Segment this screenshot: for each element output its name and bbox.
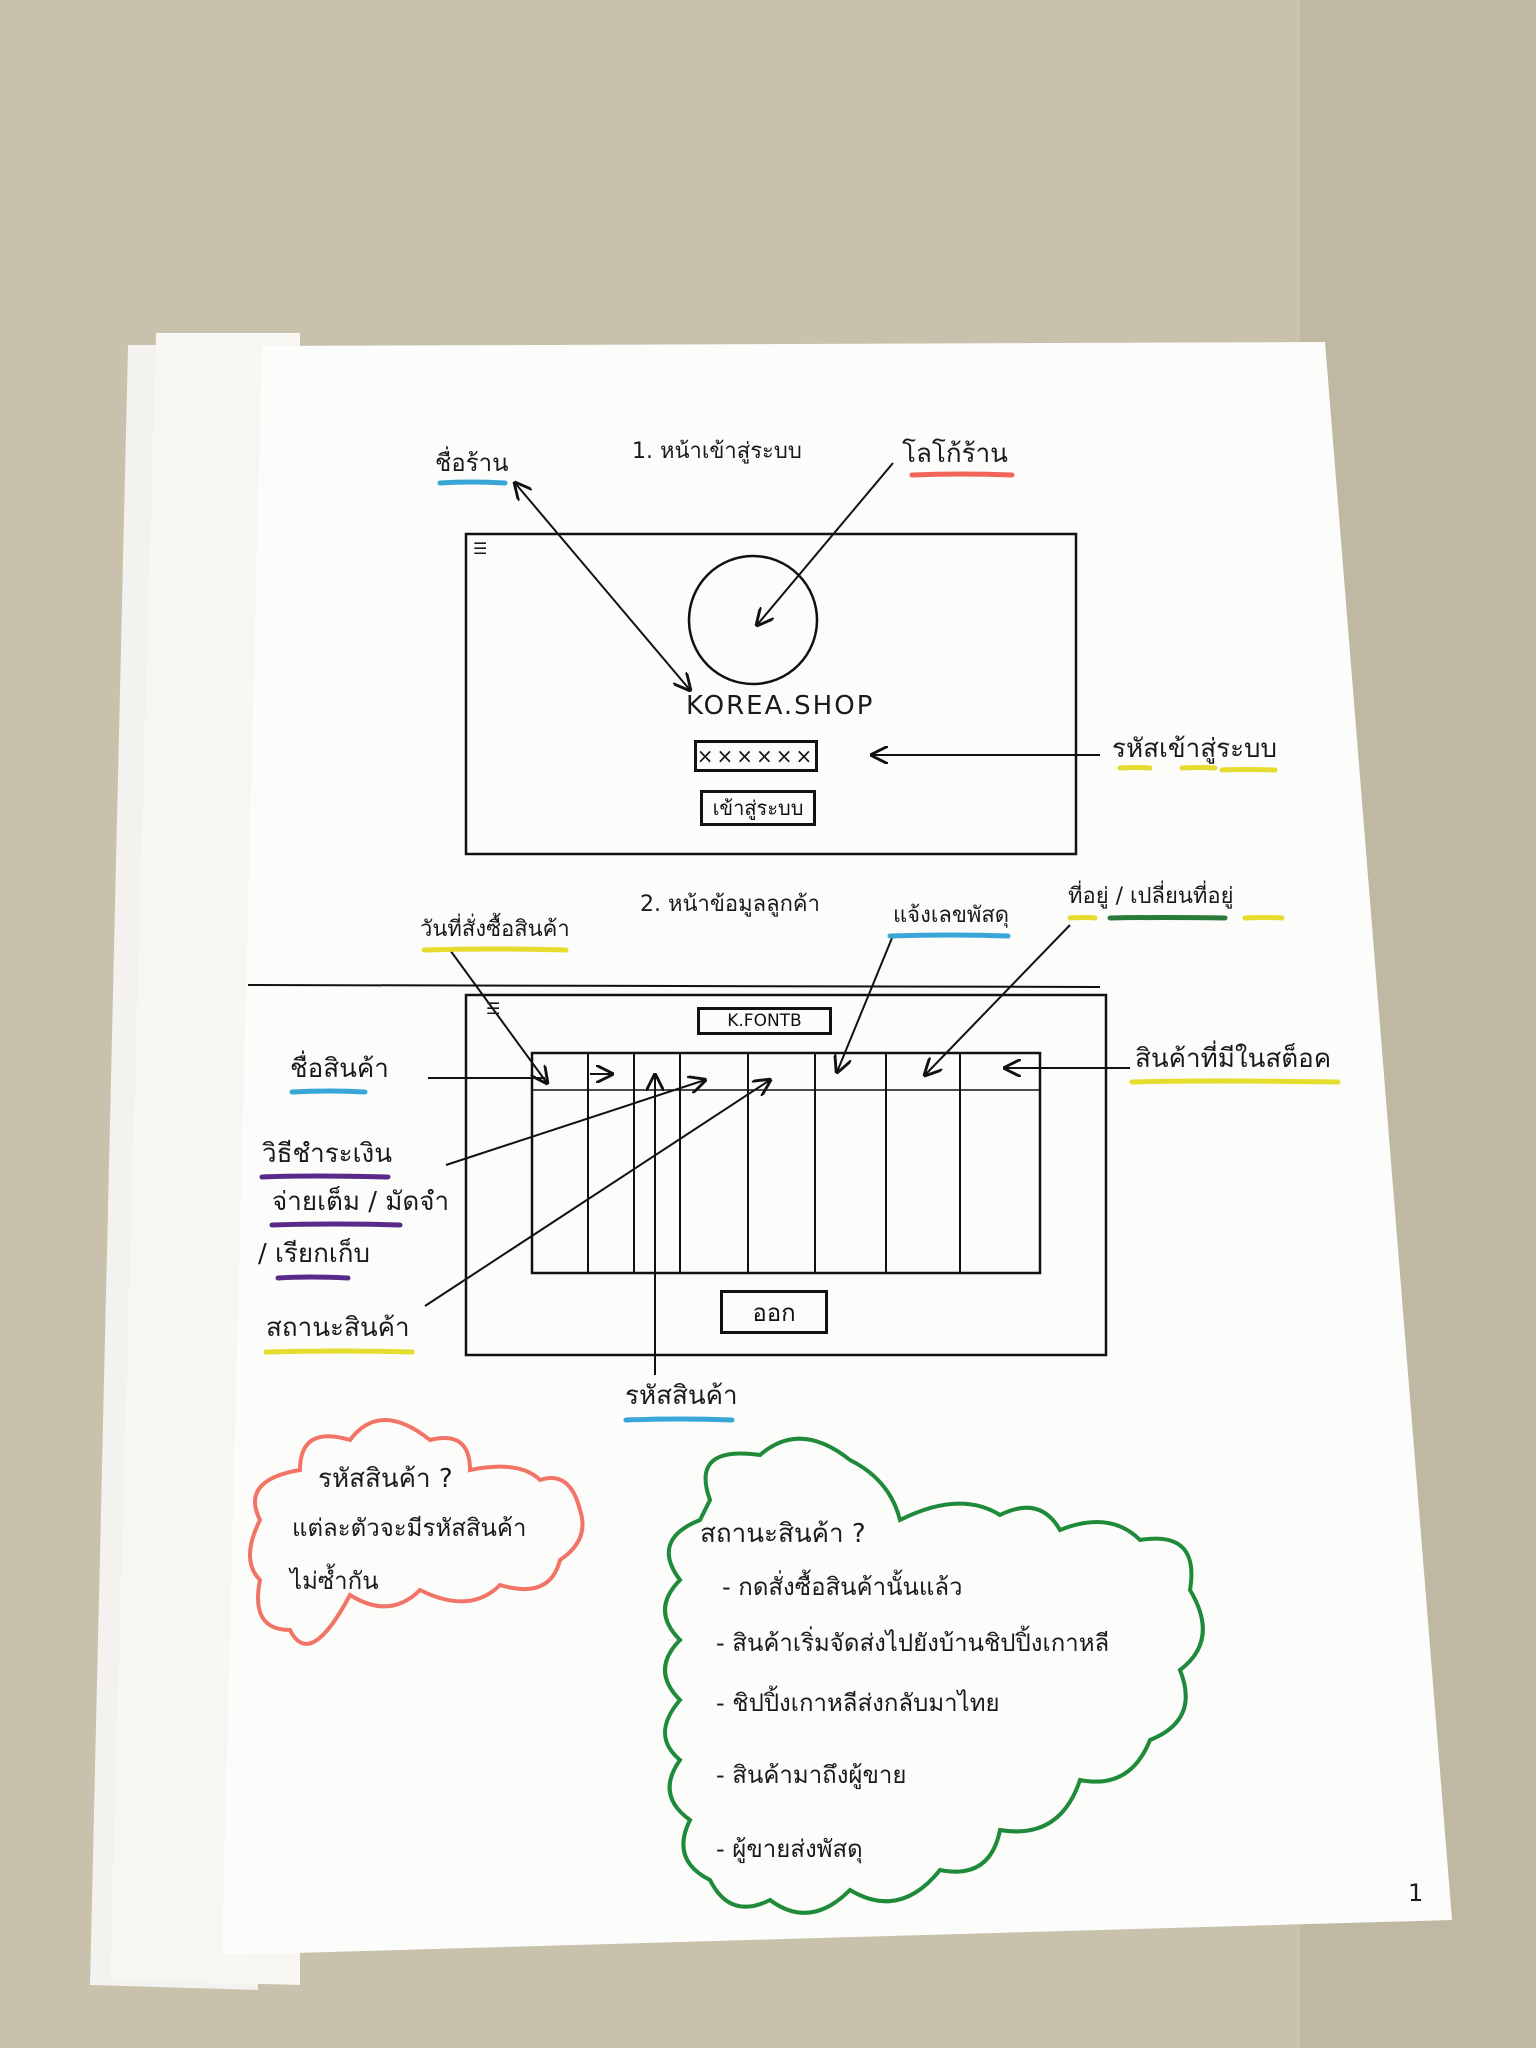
product-code-label: รหัสสินค้า	[625, 1381, 738, 1411]
section-divider-line	[247, 984, 1101, 988]
green-note-item: - ผู้ขายส่งพัสดุ	[716, 1835, 863, 1863]
logo-label: โลโก้ร้าน	[902, 439, 1008, 469]
green-note-item: - กดสั่งซื้อสินค้านั้นแล้ว	[722, 1573, 963, 1601]
shop-header-box: K.FONTB	[697, 1007, 832, 1035]
green-note-item: - สินค้าเริ่มจัดส่งไปยังบ้านชิปปิ้งเกาหล…	[716, 1629, 1110, 1657]
payment-label-2: จ่ายเต็ม / มัดจำ	[272, 1187, 450, 1217]
green-note-item: - ชิปปิ้งเกาหลีส่งกลับมาไทย	[716, 1689, 1000, 1717]
product-name-label: ชื่อสินค้า	[290, 1054, 389, 1084]
red-cloud-note	[248, 1418, 585, 1646]
hamburger-icon[interactable]: ☰	[486, 999, 501, 1018]
order-date-label: วันที่สั่งซื้อสินค้า	[420, 917, 570, 942]
payment-label-3: / เรียกเก็บ	[258, 1239, 370, 1269]
login-button[interactable]: เข้าสู่ระบบ	[700, 790, 816, 826]
customer-wireframe-frame	[464, 993, 1108, 1357]
hamburger-icon[interactable]: ☰	[473, 539, 488, 558]
shop-name-text: KOREA.SHOP	[686, 691, 875, 721]
shop-name-label: ชื่อร้าน	[435, 449, 509, 477]
green-cloud-note	[663, 1436, 1205, 1915]
red-note-line-1: แต่ละตัวจะมีรหัสสินค้า	[292, 1514, 527, 1542]
stock-label: สินค้าที่มีในสต็อค	[1135, 1044, 1332, 1074]
red-note-line-2: ไม่ซ้ำกัน	[290, 1567, 379, 1595]
customer-page-title: 2. หน้าข้อมูลลูกค้า	[640, 892, 820, 917]
payment-label-1: วิธีชำระเงิน	[262, 1139, 392, 1169]
address-label: ที่อยู่ / เปลี่ยนที่อยู่	[1068, 884, 1234, 909]
password-input[interactable]: ××××××	[694, 740, 818, 772]
exit-button[interactable]: ออก	[720, 1290, 828, 1334]
page-number: 1	[1408, 1879, 1424, 1907]
red-note-title: รหัสสินค้า ?	[318, 1464, 453, 1494]
green-note-item: - สินค้ามาถึงผู้ขาย	[716, 1761, 907, 1789]
login-page-title: 1. หน้าเข้าสู่ระบบ	[632, 439, 802, 464]
status-label: สถานะสินค้า	[266, 1313, 410, 1343]
order-table	[530, 1051, 1042, 1275]
login-wireframe-frame	[464, 532, 1078, 856]
green-note-title: สถานะสินค้า ?	[700, 1519, 866, 1549]
arrow-shop-name	[515, 483, 690, 690]
arrow-logo	[757, 462, 894, 625]
tracking-label: แจ้งเลขพัสดุ	[893, 903, 1010, 928]
password-label: รหัสเข้าสู่ระบบ	[1112, 734, 1278, 764]
main-sheet	[222, 342, 1452, 1955]
